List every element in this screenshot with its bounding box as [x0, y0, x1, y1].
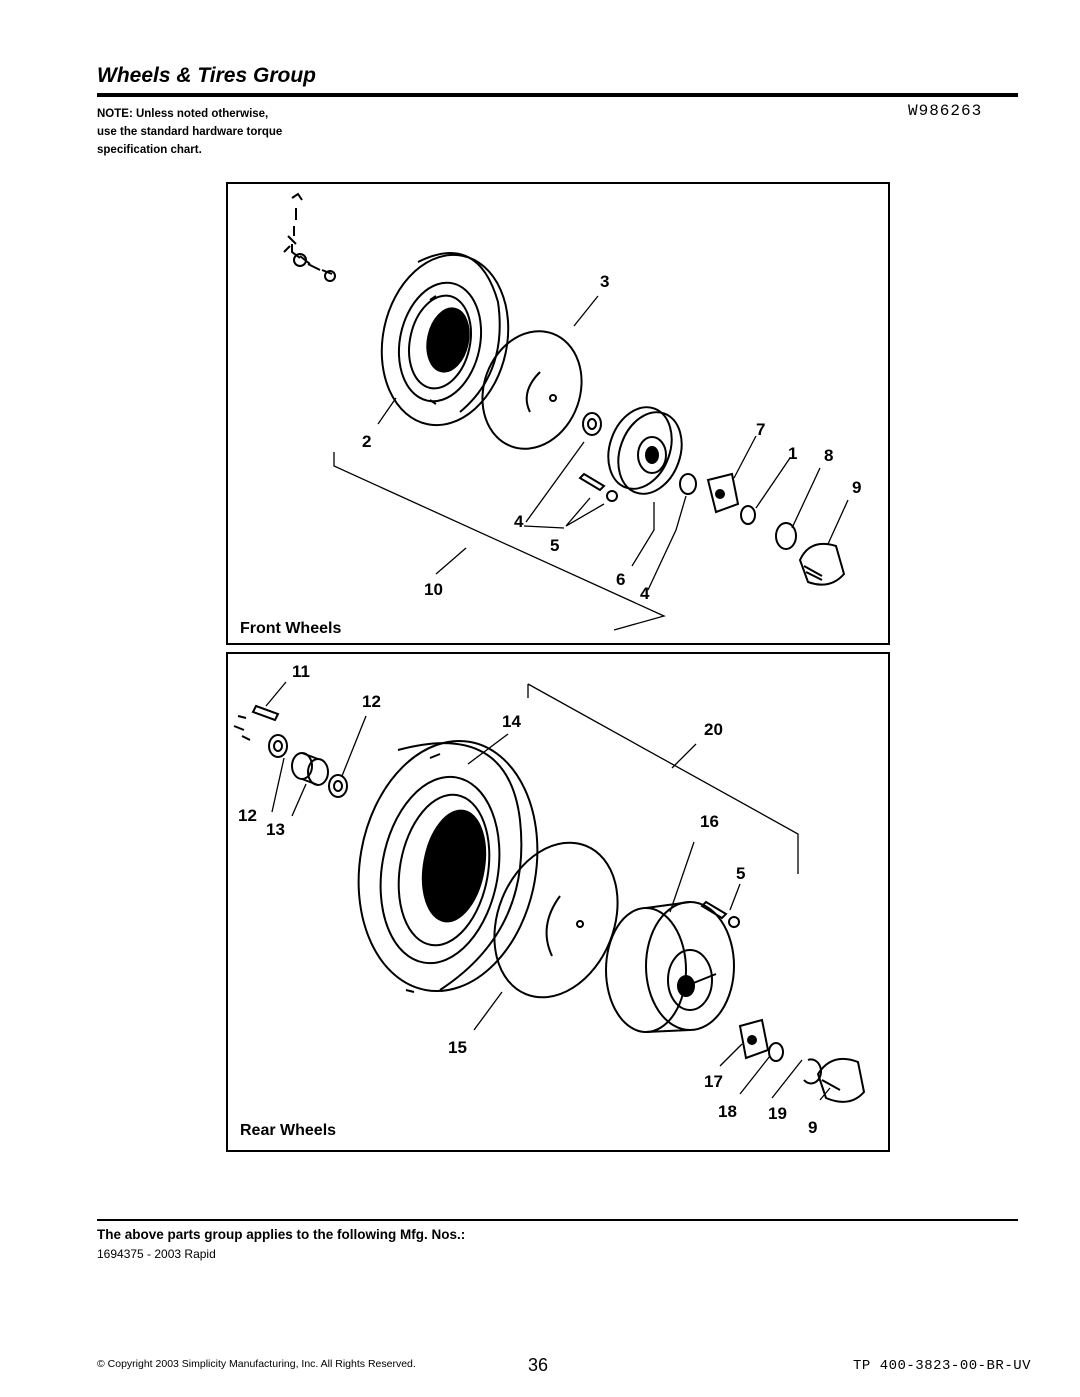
- rear-washer-left: [268, 734, 288, 758]
- callout-5b: 5: [736, 864, 746, 883]
- rear-inner-tube: [493, 841, 619, 999]
- callout-9: 9: [852, 478, 862, 497]
- rear-washer-right: [328, 774, 348, 798]
- applies-heading: The above parts group applies to the fol…: [97, 1227, 466, 1242]
- rear-valve-stem: [700, 900, 728, 920]
- callout-5: 5: [550, 536, 560, 555]
- callout-3: 3: [600, 272, 610, 291]
- callout-9b: 9: [808, 1118, 818, 1137]
- front-washer-plate: [706, 472, 740, 514]
- rear-retaining-ring: [803, 1058, 823, 1085]
- callout-18: 18: [718, 1102, 737, 1121]
- rear-hub-cap: [816, 1058, 866, 1103]
- front-flat-washer: [740, 505, 756, 525]
- rear-rim: [605, 901, 735, 1033]
- title-rule: [97, 93, 1018, 97]
- front-valve-stem: [578, 472, 618, 502]
- front-retaining-ring: [775, 522, 797, 550]
- rear-wheels-label: Rear Wheels: [240, 1122, 337, 1139]
- callout-20: 20: [704, 720, 723, 739]
- note-line: NOTE: Unless noted otherwise,: [97, 108, 269, 120]
- callout-11: 11: [292, 662, 310, 681]
- document-number: TP 400-3823-00-BR-UV: [853, 1358, 1032, 1374]
- callout-4b: 4: [640, 584, 650, 603]
- torque-note: NOTE: Unless noted otherwise, use the st…: [97, 105, 357, 159]
- rear-tire: [357, 739, 539, 993]
- callout-1: 1: [788, 444, 798, 463]
- rear-flat-washer: [768, 1042, 784, 1062]
- front-hub-cap: [798, 542, 846, 586]
- callout-8: 8: [824, 446, 834, 465]
- copyright-notice: © Copyright 2003 Simplicity Manufacturin…: [97, 1358, 416, 1370]
- front-rim: [607, 406, 683, 495]
- front-inner-tube: [481, 330, 583, 450]
- front-tire: [380, 252, 510, 427]
- callout-12b: 12: [238, 806, 257, 825]
- note-line: specification chart.: [97, 144, 202, 156]
- front-bushing-right: [679, 473, 697, 495]
- callout-12: 12: [362, 692, 381, 711]
- rear-spacer: [291, 752, 329, 786]
- callout-13: 13: [266, 820, 285, 839]
- front-wheels-label: Front Wheels: [240, 620, 342, 637]
- callout-16: 16: [700, 812, 719, 831]
- linkage-parts: [283, 192, 336, 282]
- callout-17: 17: [704, 1072, 723, 1091]
- callout-15: 15: [448, 1038, 467, 1057]
- drawing-code: W986263: [908, 102, 983, 120]
- callout-6: 6: [616, 570, 626, 589]
- note-line: use the standard hardware torque: [97, 126, 283, 138]
- rear-washer-plate: [738, 1018, 770, 1060]
- callout-14: 14: [502, 712, 521, 731]
- callout-4: 4: [514, 512, 524, 531]
- callout-10: 10: [424, 580, 443, 599]
- callout-7: 7: [756, 420, 766, 439]
- callout-19: 19: [768, 1104, 787, 1123]
- front-wheels-panel: [226, 182, 890, 645]
- page-number: 36: [528, 1355, 549, 1375]
- page-title: Wheels & Tires Group: [97, 64, 316, 87]
- rear-axle-key: [251, 704, 280, 722]
- rear-wheels-panel: [226, 652, 890, 1152]
- mfg-numbers: 1694375 - 2003 Rapid: [97, 1247, 216, 1261]
- callout-2: 2: [362, 432, 372, 451]
- footer-rule: [97, 1219, 1018, 1221]
- front-bushing: [582, 412, 602, 436]
